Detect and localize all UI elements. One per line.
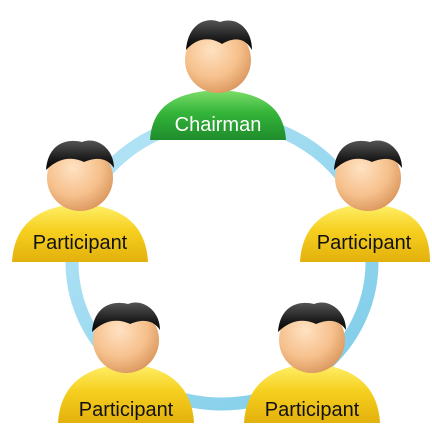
chairman-figure — [150, 20, 286, 140]
participant-figure-bottom-right — [244, 302, 380, 423]
participant-head-left — [47, 145, 113, 211]
participant-label-left: Participant — [32, 232, 128, 254]
chairman-hair — [186, 20, 252, 50]
participant-figure-bottom-left — [58, 302, 194, 423]
participant-shirt-bottom-right — [244, 364, 380, 423]
participant-shirt-left — [12, 204, 148, 262]
participant-hair-right — [334, 140, 402, 170]
participant-hair-left — [46, 140, 114, 170]
participant-figure-left — [12, 140, 148, 262]
participant-shirt-right — [300, 204, 430, 262]
participant-hair-bottom-left — [92, 302, 160, 332]
participant-shirt-bottom-left — [58, 364, 194, 423]
participant-head-bottom-left — [93, 307, 159, 373]
participant-figure-right — [300, 140, 430, 262]
participant-label-right: Participant — [316, 232, 412, 254]
chairman-shirt — [150, 90, 286, 140]
participant-label-bottom-left: Participant — [78, 399, 174, 421]
chairman-label: Chairman — [174, 114, 262, 136]
participant-hair-bottom-right — [278, 302, 346, 332]
participant-head-bottom-right — [279, 307, 345, 373]
participant-head-right — [335, 145, 401, 211]
participant-label-bottom-right: Participant — [264, 399, 360, 421]
chairman-head — [185, 27, 251, 93]
